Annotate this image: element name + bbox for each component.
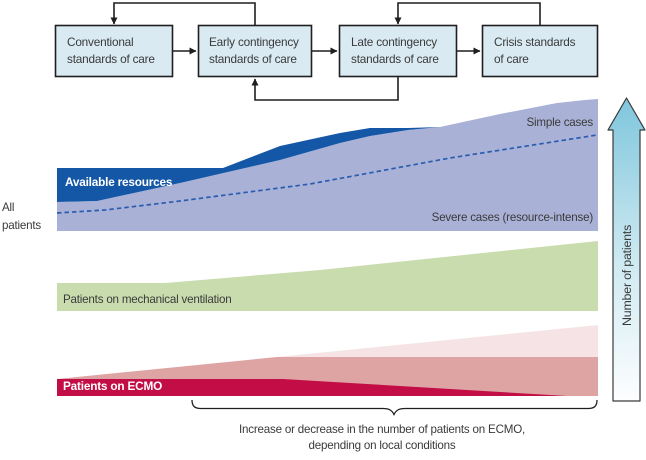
box-label-line1: Early contingency xyxy=(209,35,299,49)
box-label-line2: standards of care xyxy=(351,52,439,66)
mechanical-ventilation-label: Patients on mechanical ventilation xyxy=(63,293,232,306)
flowchart-box-crisis: Crisis standards of care xyxy=(481,24,599,78)
all-patients-label-line2: patients xyxy=(2,219,41,232)
severe-cases-label: Severe cases (resource-intense) xyxy=(432,211,594,224)
mechanical-ventilation-area xyxy=(57,241,598,311)
feedback-arrow-crisis-to-late xyxy=(394,2,541,26)
caption-line1: Increase or decrease in the number of pa… xyxy=(239,423,525,436)
ecmo-label: Patients on ECMO xyxy=(63,379,162,393)
number-of-patients-axis: Number of patients xyxy=(607,97,646,402)
flowchart-box-late-contingency: Late contingency standards of care xyxy=(338,24,458,78)
flowchart-box-early-contingency: Early contingency standards of care xyxy=(197,24,313,78)
curly-brace xyxy=(191,399,598,416)
band-all-patients: Available resources Simple cases Severe … xyxy=(2,99,598,232)
severe-cases-divider-dashed-line xyxy=(56,134,598,214)
number-of-patients-label: Number of patients xyxy=(620,225,634,326)
all-patients-area xyxy=(57,99,598,231)
box-label-line2: standards of care xyxy=(67,52,155,66)
available-resources-area xyxy=(57,127,440,202)
feedback-arrow-late-to-early xyxy=(251,77,399,101)
ecmo-surge-light-area xyxy=(277,325,598,357)
box-label-line1: Conventional xyxy=(67,35,133,49)
band-ecmo: Patients on ECMO xyxy=(57,325,598,396)
box-label-line2: of care xyxy=(494,52,529,66)
caption-line2: depending on local conditions xyxy=(309,439,456,452)
simple-cases-label: Simple cases xyxy=(526,116,593,129)
feedback-arrow-early-to-conventional xyxy=(110,2,256,26)
all-patients-label-line1: All xyxy=(2,201,14,214)
up-arrow xyxy=(607,97,646,402)
band-mechanical-ventilation: Patients on mechanical ventilation xyxy=(57,241,598,311)
flowchart-box-conventional: Conventional standards of care xyxy=(54,24,174,78)
box-label-line1: Late contingency xyxy=(351,35,437,49)
ecmo-patients-area xyxy=(57,379,567,396)
ecmo-caption-group: Increase or decrease in the number of pa… xyxy=(191,399,598,452)
box-label-line1: Crisis standards xyxy=(494,35,576,49)
flowchart: Conventional standards of care Early con… xyxy=(54,2,599,101)
available-resources-label: Available resources xyxy=(65,175,173,189)
box-label-line2: standards of care xyxy=(209,52,297,66)
